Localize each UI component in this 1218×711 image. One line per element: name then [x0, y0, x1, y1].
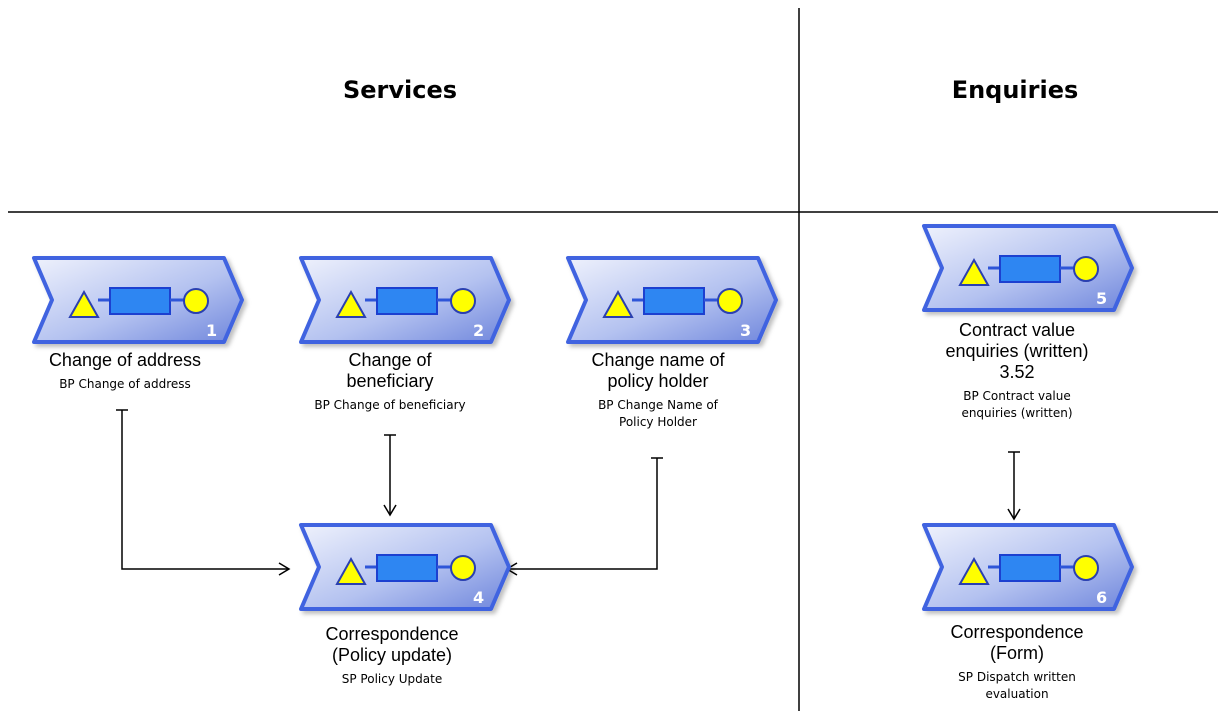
- process-shape-5[interactable]: 5: [922, 224, 1134, 312]
- process-shapes: 1 2 3 4 5 6: [32, 224, 1134, 611]
- process-label-3: Change name of policy holder BP Change N…: [553, 350, 763, 431]
- process-label-4: Correspondence (Policy update) SP Policy…: [287, 624, 497, 688]
- process-name: Change of beneficiary: [346, 350, 434, 391]
- process-name: Change of address: [48, 350, 202, 370]
- connector-3-4: [505, 457, 663, 576]
- process-subtitle: SP Policy Update: [341, 672, 443, 686]
- process-name: Correspondence (Policy update): [325, 624, 459, 665]
- process-shape-1[interactable]: 1: [32, 256, 244, 344]
- process-label-2: Change of beneficiary BP Change of benef…: [285, 350, 495, 414]
- process-number: 2: [473, 321, 484, 340]
- process-label-6: Correspondence (Form) SP Dispatch writte…: [912, 622, 1122, 703]
- process-number: 5: [1096, 289, 1107, 308]
- process-subtitle: SP Dispatch written evaluation: [958, 670, 1076, 701]
- process-number: 3: [740, 321, 751, 340]
- process-name: Correspondence (Form): [950, 622, 1084, 663]
- process-shape-6[interactable]: 6: [922, 523, 1134, 611]
- process-label-1: Change of address BP Change of address: [20, 350, 230, 393]
- process-subtitle: BP Contract value enquiries (written): [961, 389, 1073, 420]
- process-number: 6: [1096, 588, 1107, 607]
- process-shape-4[interactable]: 4: [299, 523, 511, 611]
- process-subtitle: BP Change of address: [59, 377, 191, 391]
- process-label-5: Contract value enquiries (written) 3.52 …: [912, 320, 1122, 422]
- process-number: 4: [473, 588, 484, 607]
- connector-2-4: [383, 434, 397, 517]
- process-number: 1: [206, 321, 217, 340]
- connector-5-6: [1007, 451, 1021, 521]
- process-subtitle: BP Change of beneficiary: [314, 398, 466, 412]
- process-shape-3[interactable]: 3: [566, 256, 778, 344]
- process-shape-2[interactable]: 2: [299, 256, 511, 344]
- lane-title-enquiries: Enquiries: [951, 76, 1079, 104]
- connectors: [116, 409, 1021, 576]
- connector-1-4: [116, 409, 291, 576]
- process-name: Change name of policy holder: [591, 350, 725, 391]
- lane-title-services: Services: [342, 76, 458, 104]
- process-name: Contract value enquiries (written) 3.52: [945, 320, 1089, 382]
- process-subtitle: BP Change Name of Policy Holder: [598, 398, 718, 429]
